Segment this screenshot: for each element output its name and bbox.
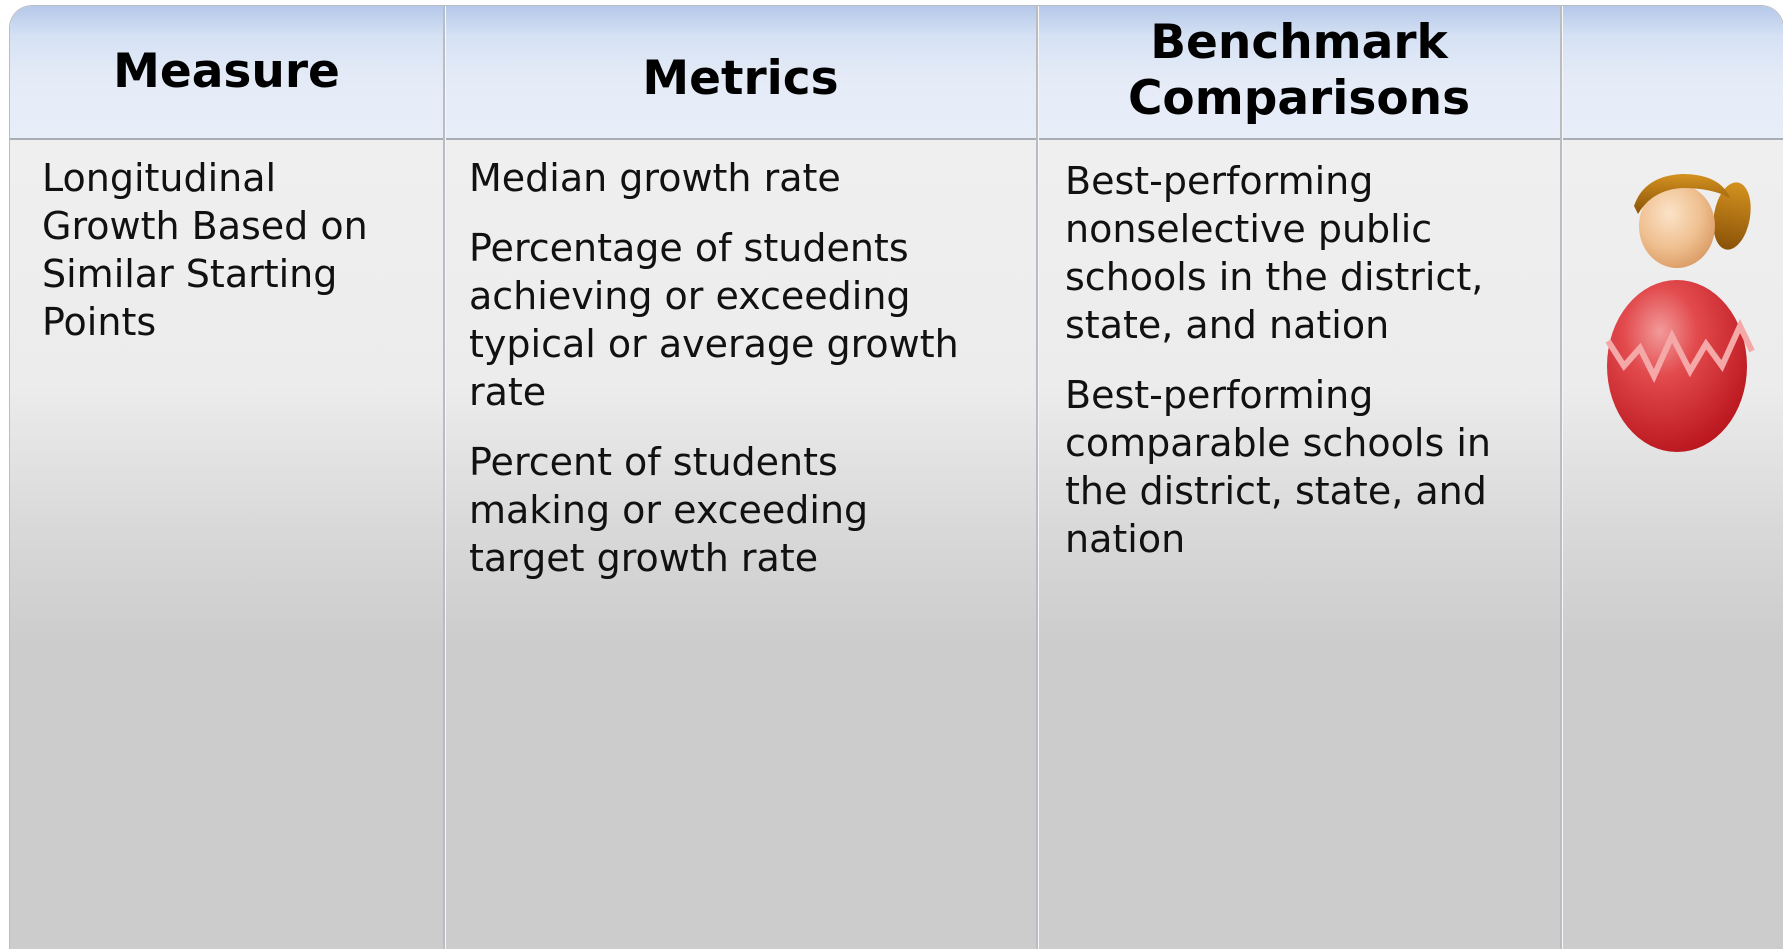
header-measure-label: Measure — [113, 44, 340, 99]
benchmark-table: Measure Metrics Benchmark Comparisons Lo… — [10, 6, 1783, 949]
measure-line: Growth Based on — [42, 204, 368, 248]
metric-line: rate — [469, 370, 547, 414]
metric-line: Percent of students — [469, 440, 838, 484]
header-metrics: Metrics — [445, 6, 1036, 138]
benchmark-line: nation — [1065, 517, 1186, 561]
benchmark-line: Best-performing — [1065, 159, 1374, 203]
table-header-row: Measure Metrics Benchmark Comparisons — [10, 6, 1783, 140]
metric-item: Percentage of students achieving or exce… — [469, 224, 1029, 416]
metric-line: typical or average growth — [469, 322, 959, 366]
measure-line: Points — [42, 300, 157, 344]
student-avatar-icon — [1602, 166, 1762, 456]
column-divider-1 — [443, 6, 445, 949]
measure-line: Similar Starting — [42, 252, 338, 296]
column-divider-2 — [1036, 6, 1038, 949]
metric-line: making or exceeding — [469, 488, 869, 532]
metric-line: achieving or exceeding — [469, 274, 911, 318]
header-image-column — [1562, 6, 1783, 138]
header-measure: Measure — [10, 6, 443, 138]
cell-metrics: Median growth rate Percentage of student… — [469, 154, 1029, 604]
column-divider-3 — [1560, 6, 1562, 949]
benchmark-line: nonselective public — [1065, 207, 1433, 251]
measure-line: Longitudinal — [42, 156, 277, 200]
cell-measure: Longitudinal Growth Based on Similar Sta… — [42, 154, 432, 346]
metric-line: target growth rate — [469, 536, 819, 580]
benchmark-item: Best-performing nonselective public scho… — [1065, 157, 1555, 349]
metric-line: Median growth rate — [469, 156, 841, 200]
metric-item: Percent of students making or exceeding … — [469, 438, 1029, 582]
header-benchmark-comparisons: Benchmark Comparisons — [1038, 6, 1560, 138]
benchmark-line: schools in the district, — [1065, 255, 1484, 299]
header-benchmark-line1: Benchmark — [1150, 15, 1448, 70]
benchmark-line: state, and nation — [1065, 303, 1390, 347]
benchmark-item: Best-performing comparable schools in th… — [1065, 371, 1555, 563]
header-benchmark-line2: Comparisons — [1127, 71, 1471, 126]
benchmark-line: the district, state, and — [1065, 469, 1487, 513]
cell-benchmarks: Best-performing nonselective public scho… — [1065, 157, 1555, 585]
metric-item: Median growth rate — [469, 154, 1029, 202]
header-metrics-label: Metrics — [642, 51, 839, 106]
benchmark-line: comparable schools in — [1065, 421, 1491, 465]
benchmark-line: Best-performing — [1065, 373, 1374, 417]
metric-line: Percentage of students — [469, 226, 909, 270]
